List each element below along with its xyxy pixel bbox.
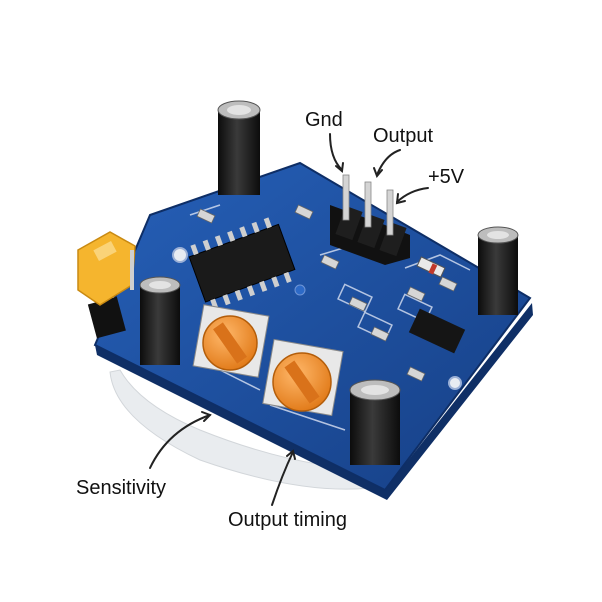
ic-chip bbox=[188, 217, 296, 310]
mounting-hole bbox=[172, 247, 188, 263]
arrow-sensitivity bbox=[149, 414, 211, 469]
label-gnd: Gnd bbox=[305, 109, 343, 131]
label-sensitivity: Sensitivity bbox=[76, 477, 167, 499]
transistor bbox=[408, 308, 466, 354]
capacitor-left bbox=[139, 276, 181, 365]
arrow-output-timing bbox=[271, 451, 294, 506]
header-pins bbox=[330, 174, 410, 265]
label-output: Output bbox=[373, 125, 434, 147]
pin-gnd bbox=[342, 174, 350, 221]
arrow-gnd bbox=[329, 133, 343, 171]
arrow-output bbox=[376, 149, 401, 176]
label-5v: +5V bbox=[428, 166, 465, 188]
mounting-hole bbox=[294, 284, 306, 296]
trimmer-sensitivity bbox=[192, 304, 270, 378]
capacitor-bottom bbox=[349, 379, 401, 465]
pin-output bbox=[364, 181, 372, 228]
trimmer-output-timing bbox=[262, 338, 344, 417]
capacitor-right bbox=[477, 226, 519, 315]
jumper bbox=[77, 231, 136, 339]
pin-5v bbox=[386, 189, 394, 236]
pcb-edge bbox=[95, 303, 533, 500]
mounting-hole bbox=[448, 376, 462, 390]
capacitor-top bbox=[217, 100, 261, 195]
arrow-5v bbox=[396, 187, 429, 203]
label-output-timing: Output timing bbox=[228, 509, 347, 531]
annotation-arrows bbox=[149, 133, 429, 506]
